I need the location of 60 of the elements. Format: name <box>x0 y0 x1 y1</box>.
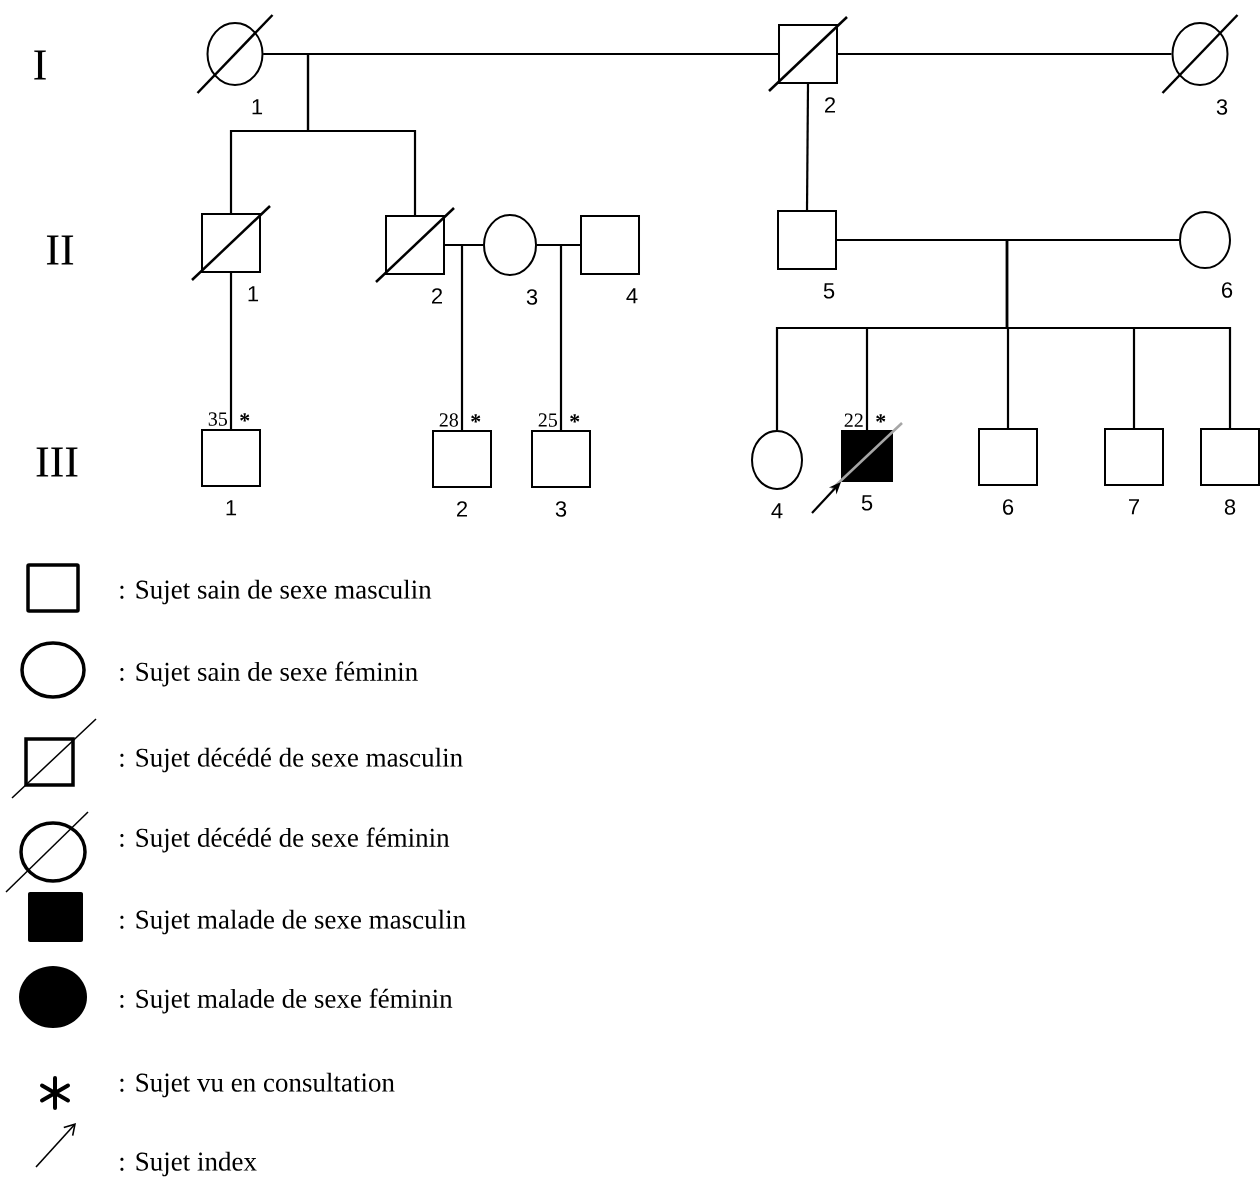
pedigree-circle <box>1179 211 1231 269</box>
descent-line <box>229 273 233 429</box>
legend-text: : Sujet vu en consultation <box>120 1072 395 1098</box>
consultation-asterisk: * <box>240 413 250 422</box>
pedigree-square <box>1200 428 1260 486</box>
individual-number: 3 <box>555 501 567 517</box>
individual-number: 6 <box>1003 499 1014 515</box>
legend-text: : Sujet sain de sexe masculin <box>120 579 432 605</box>
age-label: 28 <box>439 413 459 427</box>
pedigree-square <box>531 430 591 488</box>
pedigree-square <box>375 207 455 283</box>
legend-text: : Sujet décédé de sexe masculin <box>120 747 463 773</box>
individual-number: 2 <box>432 288 442 304</box>
descent-line <box>263 52 417 215</box>
individual-number: 8 <box>1224 499 1236 515</box>
pedigree-square <box>768 16 848 92</box>
individual-number: 3 <box>1216 99 1228 115</box>
pedigree-square <box>201 429 261 487</box>
pedigree-square <box>777 210 837 270</box>
consultation-asterisk: * <box>876 414 886 423</box>
legend-text: : Sujet sain de sexe féminin <box>120 661 418 687</box>
consultation-asterisk: * <box>570 414 580 423</box>
individual-number: 4 <box>771 503 783 519</box>
pedigree-circle <box>196 14 274 94</box>
individual-number: 7 <box>1129 499 1139 515</box>
legend-text: : Sujet malade de sexe masculin <box>120 909 466 935</box>
index-arrow <box>811 482 841 514</box>
individual-number: 1 <box>252 99 263 115</box>
descent-line <box>537 243 563 430</box>
marriage-line <box>838 52 1172 56</box>
generation-label: II <box>46 235 74 265</box>
pedigree-square <box>191 205 271 281</box>
generation-label: III <box>36 447 78 477</box>
individual-number: 2 <box>457 501 467 517</box>
individual-number: 6 <box>1222 282 1233 298</box>
pedigree-square <box>432 430 492 488</box>
pedigree-circle <box>483 214 537 276</box>
individual-number: 1 <box>226 500 237 516</box>
individual-number: 3 <box>526 289 538 305</box>
pedigree-square <box>580 215 640 275</box>
pedigree-square <box>1104 428 1164 486</box>
generation-label: I <box>34 50 46 80</box>
individual-number: 2 <box>825 97 835 113</box>
age-label: 22 <box>844 413 863 427</box>
descent-line <box>805 84 810 210</box>
pedigree-square <box>978 428 1038 486</box>
descent-line <box>837 238 1232 428</box>
individual-number: 4 <box>626 288 638 304</box>
legend-text: : Sujet décédé de sexe féminin <box>120 827 450 853</box>
legend-text: : Sujet index <box>120 1151 257 1177</box>
legend-text: : Sujet malade de sexe féminin <box>120 988 453 1014</box>
consultation-asterisk: * <box>471 414 481 423</box>
individual-number: 5 <box>861 495 873 511</box>
pedigree-circle <box>751 430 803 490</box>
descent-line <box>445 243 464 430</box>
individual-number: 5 <box>823 283 835 299</box>
pedigree-circle <box>1161 14 1239 94</box>
age-label: 25 <box>538 413 558 427</box>
age-label: 35 <box>208 412 228 426</box>
individual-number: 1 <box>248 286 259 302</box>
